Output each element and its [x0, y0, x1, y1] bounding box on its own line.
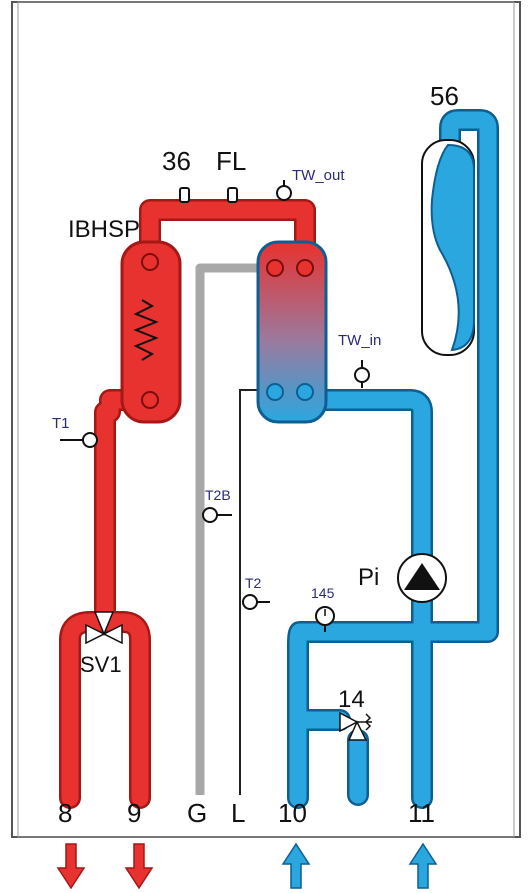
tw-in-sensor-icon [354, 367, 370, 383]
outflow-arrow-icon [56, 843, 154, 890]
t2-label: T2 [245, 575, 262, 591]
circulation-pump-icon [397, 553, 447, 603]
unit-housing-inner [17, 1, 515, 838]
heating-element-icon [133, 299, 159, 361]
cold-water-circuit [287, 109, 499, 809]
flow-switch-label: FL [216, 146, 246, 176]
safety-valve-icon [339, 711, 372, 741]
t2b-sensor-icon [202, 507, 218, 523]
flow-switch-icon [227, 187, 238, 203]
gauge-145-label: 145 [311, 585, 335, 601]
port-g-label: G [187, 798, 207, 828]
t1-label: T1 [52, 415, 70, 432]
inflow-arrow-icon [281, 842, 438, 889]
pump-label: Pi [358, 564, 379, 591]
port-8-label: 8 [58, 798, 72, 828]
sensor-36-label: 36 [162, 146, 191, 176]
t2-sensor-icon [242, 594, 258, 610]
refrigerant-liquid-line [239, 389, 275, 795]
tw-out-sensor-icon [276, 185, 292, 201]
sensor-36-icon [179, 187, 190, 203]
port-11-label: 11 [408, 798, 435, 828]
plate-heat-exchanger [256, 240, 328, 424]
refrigerant-gas-pipe [195, 263, 275, 795]
tank-56-label: 56 [430, 81, 459, 111]
backup-heater-label: IBHSP [68, 216, 140, 243]
expansion-vessel [421, 139, 475, 356]
tw-in-label: TW_in [338, 332, 381, 349]
valve-sv1-label: SV1 [80, 652, 122, 677]
three-way-valve-icon [85, 611, 123, 645]
port-l-label: L [231, 798, 245, 828]
sensors [60, 180, 370, 632]
t2b-label: T2B [205, 487, 231, 503]
port-9-label: 9 [127, 798, 141, 828]
backup-heater-tank [120, 240, 182, 424]
tw-out-label: TW_out [292, 167, 345, 184]
t1-sensor-icon [82, 432, 98, 448]
port-10-label: 10 [278, 798, 307, 828]
valve-14-label: 14 [338, 686, 365, 713]
